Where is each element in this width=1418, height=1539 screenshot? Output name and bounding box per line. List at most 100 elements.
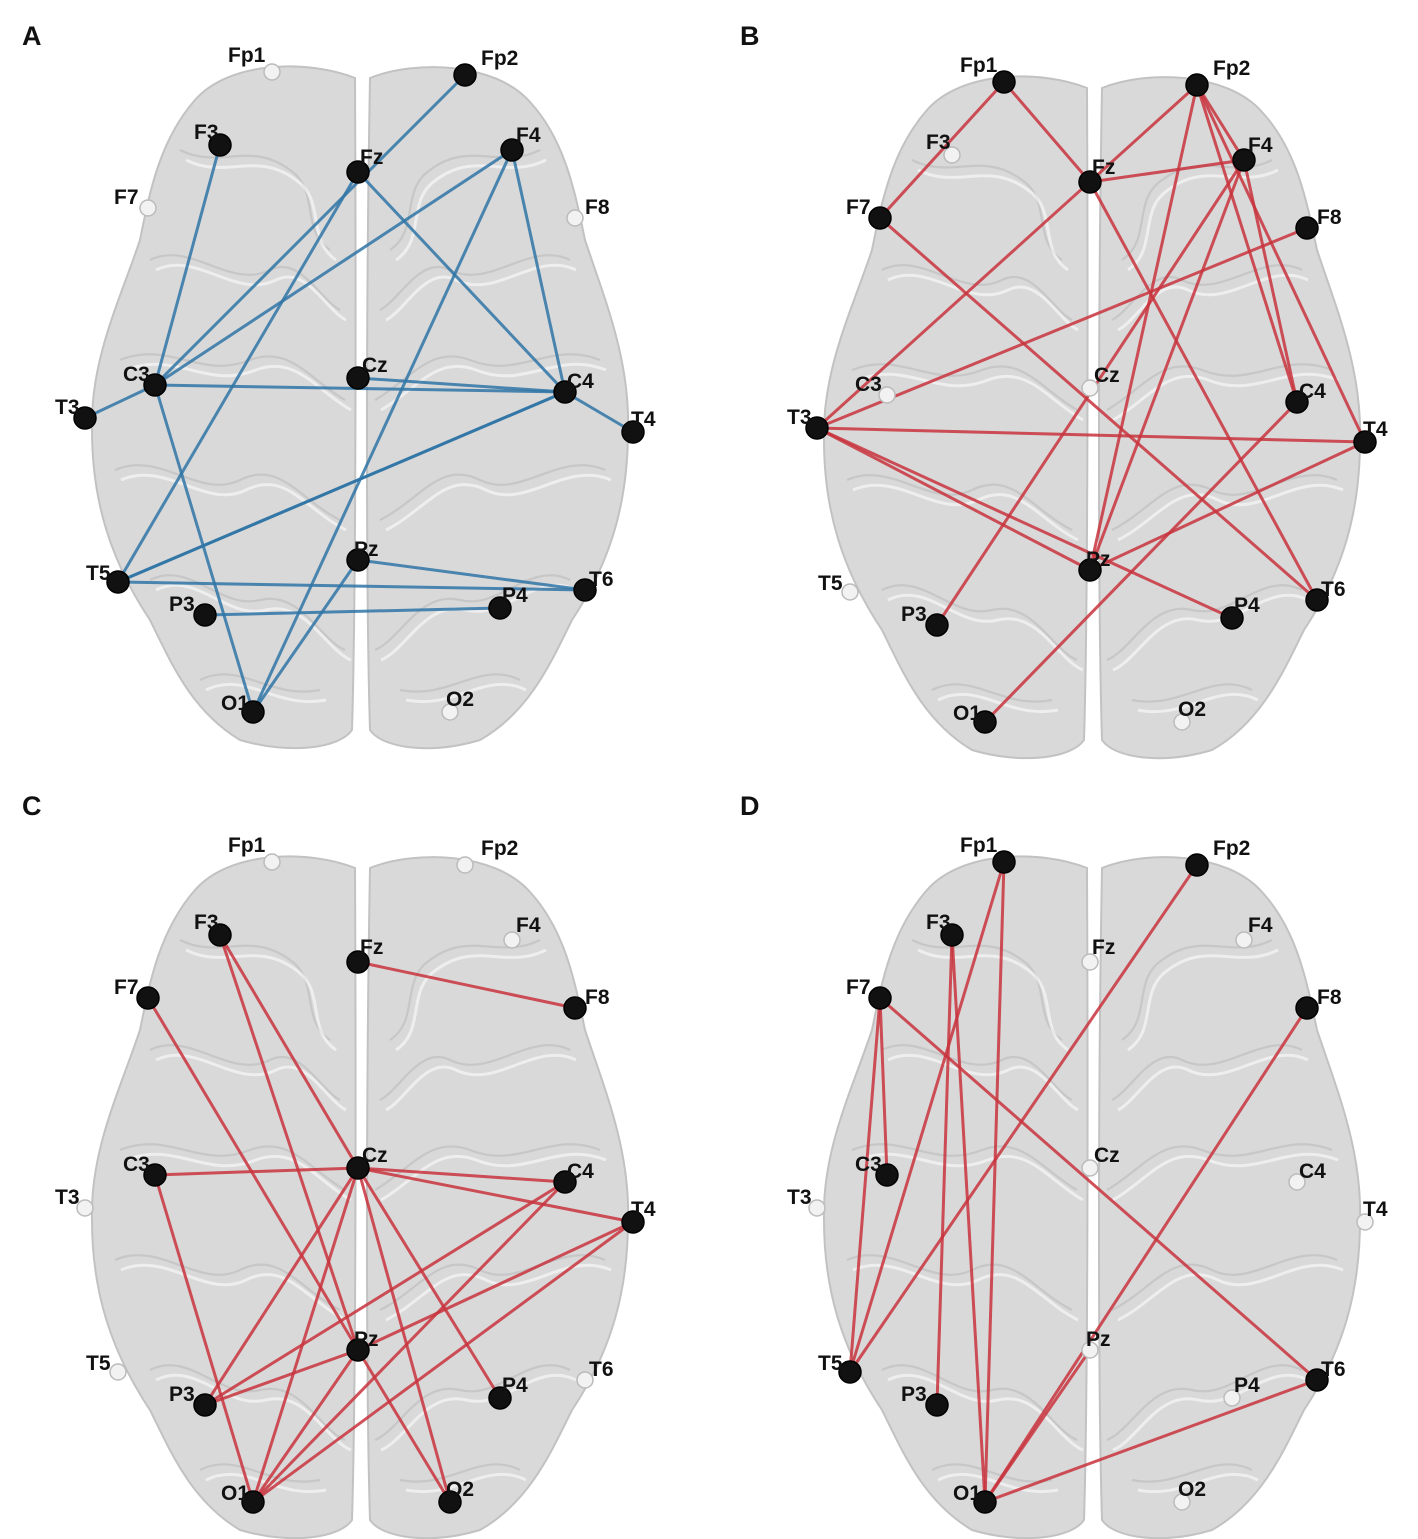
electrode-label-t3: T3: [55, 1186, 80, 1209]
electrode-label-fp2: Fp2: [481, 47, 518, 70]
electrode-label-f7: F7: [846, 976, 871, 999]
brain-gyrus-line: [1106, 363, 1333, 411]
brain-gyrus-highlight: [852, 1263, 1079, 1322]
electrode-node-fz: [346, 950, 370, 974]
edge-t3-p4: [816, 426, 1233, 620]
electrode-label-o2: O2: [1178, 1478, 1206, 1501]
electrode-label-f3: F3: [926, 911, 951, 934]
brain-gyrus-line: [399, 1463, 521, 1483]
electrode-label-p4: P4: [1234, 1374, 1260, 1397]
electrode-node-f3: [208, 133, 232, 157]
electrode-node-t3: [805, 416, 829, 440]
electrode-o1: O1: [221, 692, 265, 724]
electrode-o2: O2: [1173, 698, 1206, 731]
electrode-pz: Pz: [1081, 1328, 1111, 1359]
electrode-f3: F3: [926, 911, 964, 947]
electrode-node-t4: [1356, 1213, 1374, 1231]
electrode-c3: C3: [855, 1153, 899, 1187]
electrode-label-cz: Cz: [1094, 1144, 1120, 1167]
brain-gyrus-line: [881, 1044, 1073, 1101]
edge-fz-c4: [356, 170, 567, 394]
brain-gyrus-line: [911, 939, 1063, 1041]
edge-f7-pz: [146, 997, 360, 1351]
brain-gyrus-line: [1121, 939, 1273, 1041]
electrode-label-t4: T4: [1363, 1198, 1388, 1221]
brain-gyrus-line: [1131, 1463, 1253, 1483]
brain-gyrus-line: [179, 939, 331, 1041]
electrode-fp1: Fp1: [960, 834, 1016, 874]
edge-f3-o1: [950, 934, 987, 1503]
brain-gyrus-line: [389, 939, 541, 1041]
electrode-node-o1: [241, 700, 265, 724]
electrode-f7: F7: [846, 976, 892, 1010]
electrode-fz: Fz: [346, 146, 383, 184]
electrode-p4: P4: [488, 584, 528, 620]
electrode-fz: Fz: [1078, 156, 1115, 194]
electrode-label-o1: O1: [221, 1482, 249, 1505]
brain-gyrus-highlight: [1112, 372, 1339, 422]
panel-letter-d: D: [740, 791, 760, 821]
brain-outline: [90, 65, 630, 750]
electrode-t4: T4: [621, 1198, 656, 1234]
brain-gyrus-line: [881, 264, 1073, 321]
panel-letter-a: A: [22, 21, 42, 51]
electrode-label-t4: T4: [631, 408, 656, 431]
electrode-cz: Cz: [1081, 364, 1120, 397]
electrode-node-o2: [441, 703, 459, 721]
brain-outline: [90, 855, 630, 1539]
electrode-label-cz: Cz: [362, 354, 388, 377]
electrode-label-c4: C4: [567, 1160, 594, 1183]
electrode-node-fp1: [992, 850, 1016, 874]
brain-gyrus-line: [931, 1463, 1053, 1483]
edge-f3-cz: [218, 934, 360, 1169]
electrode-node-t5: [838, 1360, 862, 1384]
electrode-node-cz: [346, 1156, 370, 1180]
electrode-node-f3: [943, 146, 961, 164]
electrode-node-f8: [1295, 216, 1319, 240]
electrode-f3: F3: [194, 911, 232, 947]
electrode-label-p3: P3: [169, 593, 195, 616]
brain-gyrus-line: [1106, 1143, 1333, 1191]
brain-gyrus-line: [851, 363, 1078, 411]
edge-f8-o1: [983, 1007, 1309, 1503]
edge-fp2-f4: [1195, 84, 1246, 161]
electrode-p4: P4: [1223, 1374, 1260, 1407]
edge-fp1-fz: [1002, 81, 1092, 183]
electrode-node-o1: [241, 1490, 265, 1514]
edge-t3-c3: [84, 383, 156, 420]
brain-gyrus-highlight: [120, 473, 347, 532]
electrode-label-f4: F4: [516, 124, 541, 147]
edge-c3-cz: [154, 1166, 359, 1177]
electrode-node-f4: [1235, 931, 1253, 949]
edge-cz-t4: [357, 1166, 634, 1224]
edge-fp2-t5: [848, 864, 1199, 1373]
electrode-node-p3: [193, 1393, 217, 1417]
edge-pz-o1: [251, 559, 360, 713]
electrode-label-t4: T4: [631, 1198, 656, 1221]
brain-gyrus-highlight: [937, 1472, 1059, 1493]
electrode-p4: P4: [488, 1374, 528, 1410]
electrode-label-p4: P4: [1234, 594, 1260, 617]
electrode-node-fp2: [456, 856, 474, 874]
electrode-node-c4: [1288, 1173, 1306, 1191]
brain-gyrus-line: [149, 1044, 341, 1101]
brain-gyrus-highlight: [1137, 692, 1259, 713]
electrode-label-f7: F7: [114, 186, 139, 209]
brain-gyrus-line: [199, 1463, 321, 1483]
edge-c4-p3: [204, 1180, 566, 1407]
edge-pz-o1: [983, 1349, 1092, 1503]
edge-pz-p3: [204, 1348, 359, 1407]
electrode-node-f4: [503, 931, 521, 949]
edge-fz-t5: [116, 171, 360, 583]
electrode-node-cz: [1081, 1159, 1099, 1177]
electrode-label-c3: C3: [855, 373, 882, 396]
brain-gyrus-highlight: [385, 263, 577, 322]
electrode-node-t5: [109, 1363, 127, 1381]
electrode-f7: F7: [114, 976, 160, 1010]
electrode-node-t6: [1305, 588, 1329, 612]
electrode-label-c3: C3: [855, 1153, 882, 1176]
